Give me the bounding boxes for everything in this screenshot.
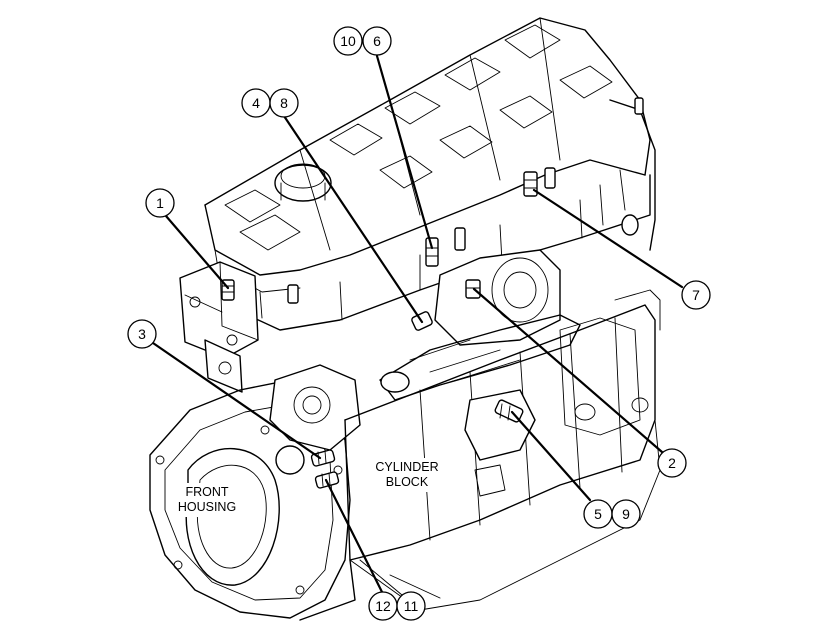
engine-drawing [149,17,661,621]
callout-9-number: 9 [622,506,630,522]
leader-3 [151,341,322,460]
callout-12-number: 12 [375,598,391,614]
callout-2-number: 2 [668,455,676,471]
leader-2 [472,287,664,454]
callout-1-number: 1 [156,195,164,211]
cylinder-block-label-line2: BLOCK [386,475,429,489]
cylinder-block-label-line1: CYLINDER [375,460,438,474]
callout-3: 3 [127,319,157,349]
callout-10: 10 [333,26,363,56]
callout-5: 5 [583,499,613,529]
filter-base [179,261,259,393]
callout-2: 2 [657,448,687,478]
callout-7: 7 [681,280,711,310]
callout-11-number: 11 [404,598,419,614]
callouts: 10 6 4 8 1 7 3 2 [127,26,711,621]
part-labels: CYLINDER BLOCK FRONT HOUSING [172,458,442,517]
leader-5-9 [510,410,592,502]
callout-11: 11 [396,591,426,621]
front-housing [149,364,361,619]
callout-9: 9 [611,499,641,529]
front-housing-label-line2: HOUSING [178,500,236,514]
callout-4-number: 4 [252,95,260,111]
callout-5-number: 5 [594,506,602,522]
callout-10-number: 10 [340,33,356,49]
leader-4-8 [282,114,424,324]
callout-7-number: 7 [692,287,700,303]
callout-6-number: 6 [373,33,381,49]
callout-8-number: 8 [280,95,288,111]
callout-8: 8 [269,88,299,118]
leader-lines [151,54,684,594]
callout-3-number: 3 [138,326,146,342]
callout-12: 12 [368,591,398,621]
callout-4: 4 [241,88,271,118]
leader-6 [375,54,434,250]
leader-11-12 [324,478,384,594]
leader-7 [532,188,684,289]
valve-cover [204,17,651,293]
callout-1: 1 [145,188,175,218]
callout-6: 6 [362,26,392,56]
cylinder-head [214,99,656,331]
leader-1 [164,214,230,290]
front-housing-label-line1: FRONT [185,485,228,499]
